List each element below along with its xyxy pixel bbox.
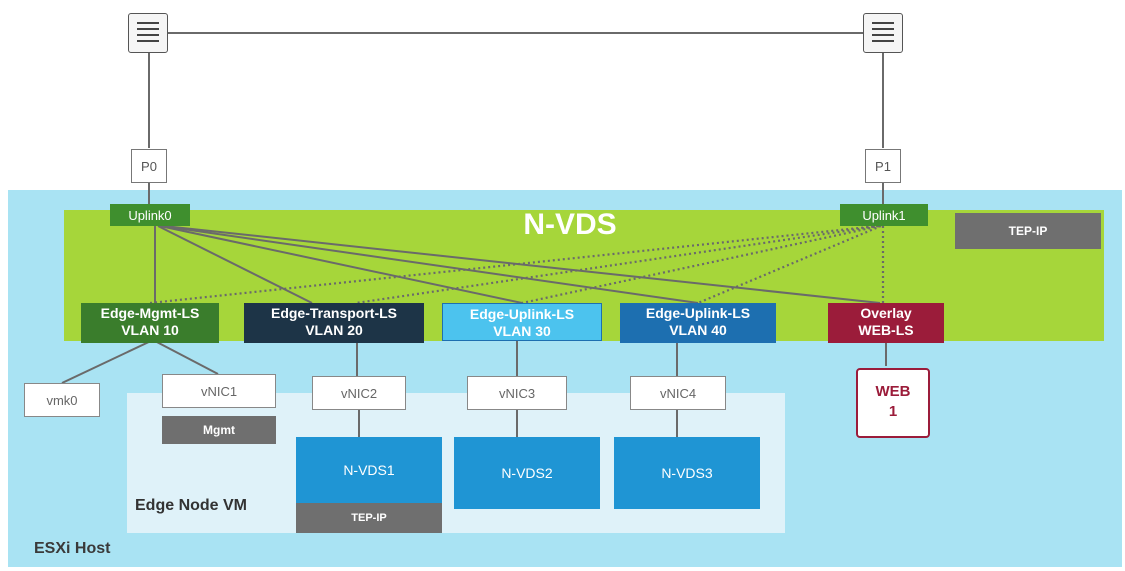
network-switch-left-icon: [128, 13, 168, 53]
segment-overlay-web: Overlay WEB-LS: [828, 303, 944, 343]
nvds3: N-VDS3: [614, 437, 760, 509]
network-switch-right-icon: [863, 13, 903, 53]
segment-edge-mgmt: Edge-Mgmt-LS VLAN 10: [81, 303, 219, 343]
uplink0-seg4-line: [161, 225, 699, 304]
segment-edge-uplink-30: Edge-Uplink-LS VLAN 30: [442, 303, 602, 341]
uplink1: Uplink1: [840, 204, 928, 226]
segment-vlan: WEB-LS: [858, 322, 914, 338]
vnic4: vNIC4: [630, 376, 726, 410]
segment-edge-transport: Edge-Transport-LS VLAN 20: [244, 303, 424, 343]
vnic3: vNIC3: [467, 376, 567, 410]
uplink0-seg5-line: [163, 225, 881, 304]
web-vm-line2: 1: [888, 403, 898, 420]
segment-vlan: VLAN 10: [121, 322, 179, 338]
port-p0: P0: [131, 149, 167, 183]
vnic2: vNIC2: [312, 376, 406, 410]
uplink1-seg3-line: [521, 224, 881, 305]
uplink0-seg3-line: [159, 225, 523, 304]
seg1-vnic1-line: [152, 339, 219, 375]
segment-edge-uplink-40: Edge-Uplink-LS VLAN 40: [620, 303, 776, 343]
segment-name: Edge-Uplink-LS: [469, 306, 575, 322]
segment-name: Edge-Mgmt-LS: [100, 305, 200, 321]
mgmt-label: Mgmt: [162, 416, 276, 444]
segment-name: Overlay: [860, 305, 912, 321]
nvds-label: N-VDS: [523, 208, 617, 241]
segment-vlan: VLAN 40: [669, 322, 727, 338]
uplink0: Uplink0: [110, 204, 190, 226]
vmk0: vmk0: [24, 383, 100, 417]
nvds1: N-VDS1: [296, 437, 442, 503]
port-p1: P1: [865, 149, 901, 183]
segment-name: Edge-Uplink-LS: [645, 305, 751, 321]
segment-vlan: VLAN 20: [305, 322, 363, 338]
nvds1-tep-ip: TEP-IP: [296, 503, 442, 533]
uplink1-seg4-line: [697, 224, 882, 305]
edge-node-vm-label: Edge Node VM: [135, 497, 248, 514]
web-vm: WEB 1: [856, 368, 930, 438]
uplink1-seg1-line: [149, 224, 879, 305]
seg1-vmk-line: [61, 339, 154, 384]
vnic1: vNIC1: [162, 374, 276, 408]
uplink0-seg2-line: [157, 225, 313, 304]
host-tep-ip: TEP-IP: [955, 213, 1101, 249]
web-vm-line1: WEB: [875, 383, 911, 400]
segment-name: Edge-Transport-LS: [270, 305, 397, 321]
nvds2: N-VDS2: [454, 437, 600, 509]
segment-vlan: VLAN 30: [493, 323, 551, 339]
esxi-host-label: ESXi Host: [34, 540, 111, 557]
uplink1-seg2-line: [355, 224, 880, 305]
